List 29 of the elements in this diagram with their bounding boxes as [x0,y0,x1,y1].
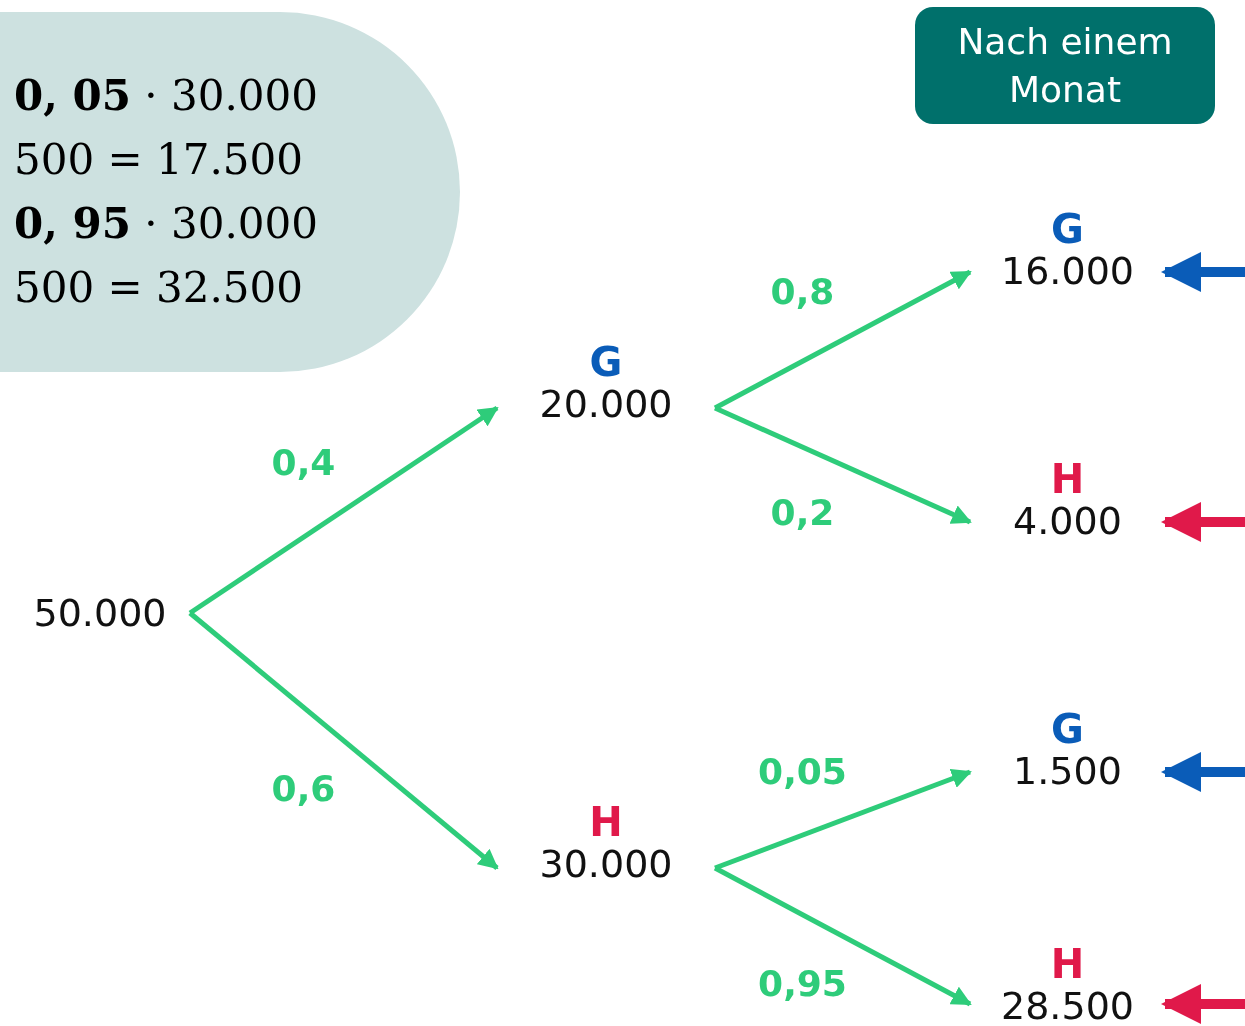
outcome-letter: G [589,342,623,382]
outcome-letter: G [1051,709,1084,749]
arrow [1161,752,1245,792]
arrow [1161,984,1245,1024]
formula-panel [0,12,460,372]
arrow [714,405,972,525]
arrow [1161,252,1245,292]
count-value: 16.000 [1001,249,1134,293]
arrow [188,611,499,870]
outcome-letter: H [1050,459,1085,499]
count-value: 1.500 [1013,749,1122,793]
header-badge: Nach einem Monat [915,7,1215,124]
outcome-letter: G [1051,209,1084,249]
outcome-letter: H [589,802,623,842]
count-value: 30.000 [539,842,673,886]
arrow [714,769,972,871]
formula-line: 500 = 32.500 [14,262,304,314]
arrow [713,865,972,1007]
outcome-letter: H [1050,943,1085,984]
count-value: 4.000 [1013,499,1122,543]
arrow [713,269,972,411]
formula-line: 0, 95 · 30.000 [14,198,318,250]
count-value: 20.000 [539,382,673,426]
arrow [188,405,499,616]
count-value: 50.000 [33,591,167,635]
formula-line: 0, 05 · 30.000 [14,70,318,122]
formula-line: 500 = 17.500 [14,134,304,186]
arrow [1161,502,1245,542]
count-value: 28.500 [1001,983,1134,1026]
